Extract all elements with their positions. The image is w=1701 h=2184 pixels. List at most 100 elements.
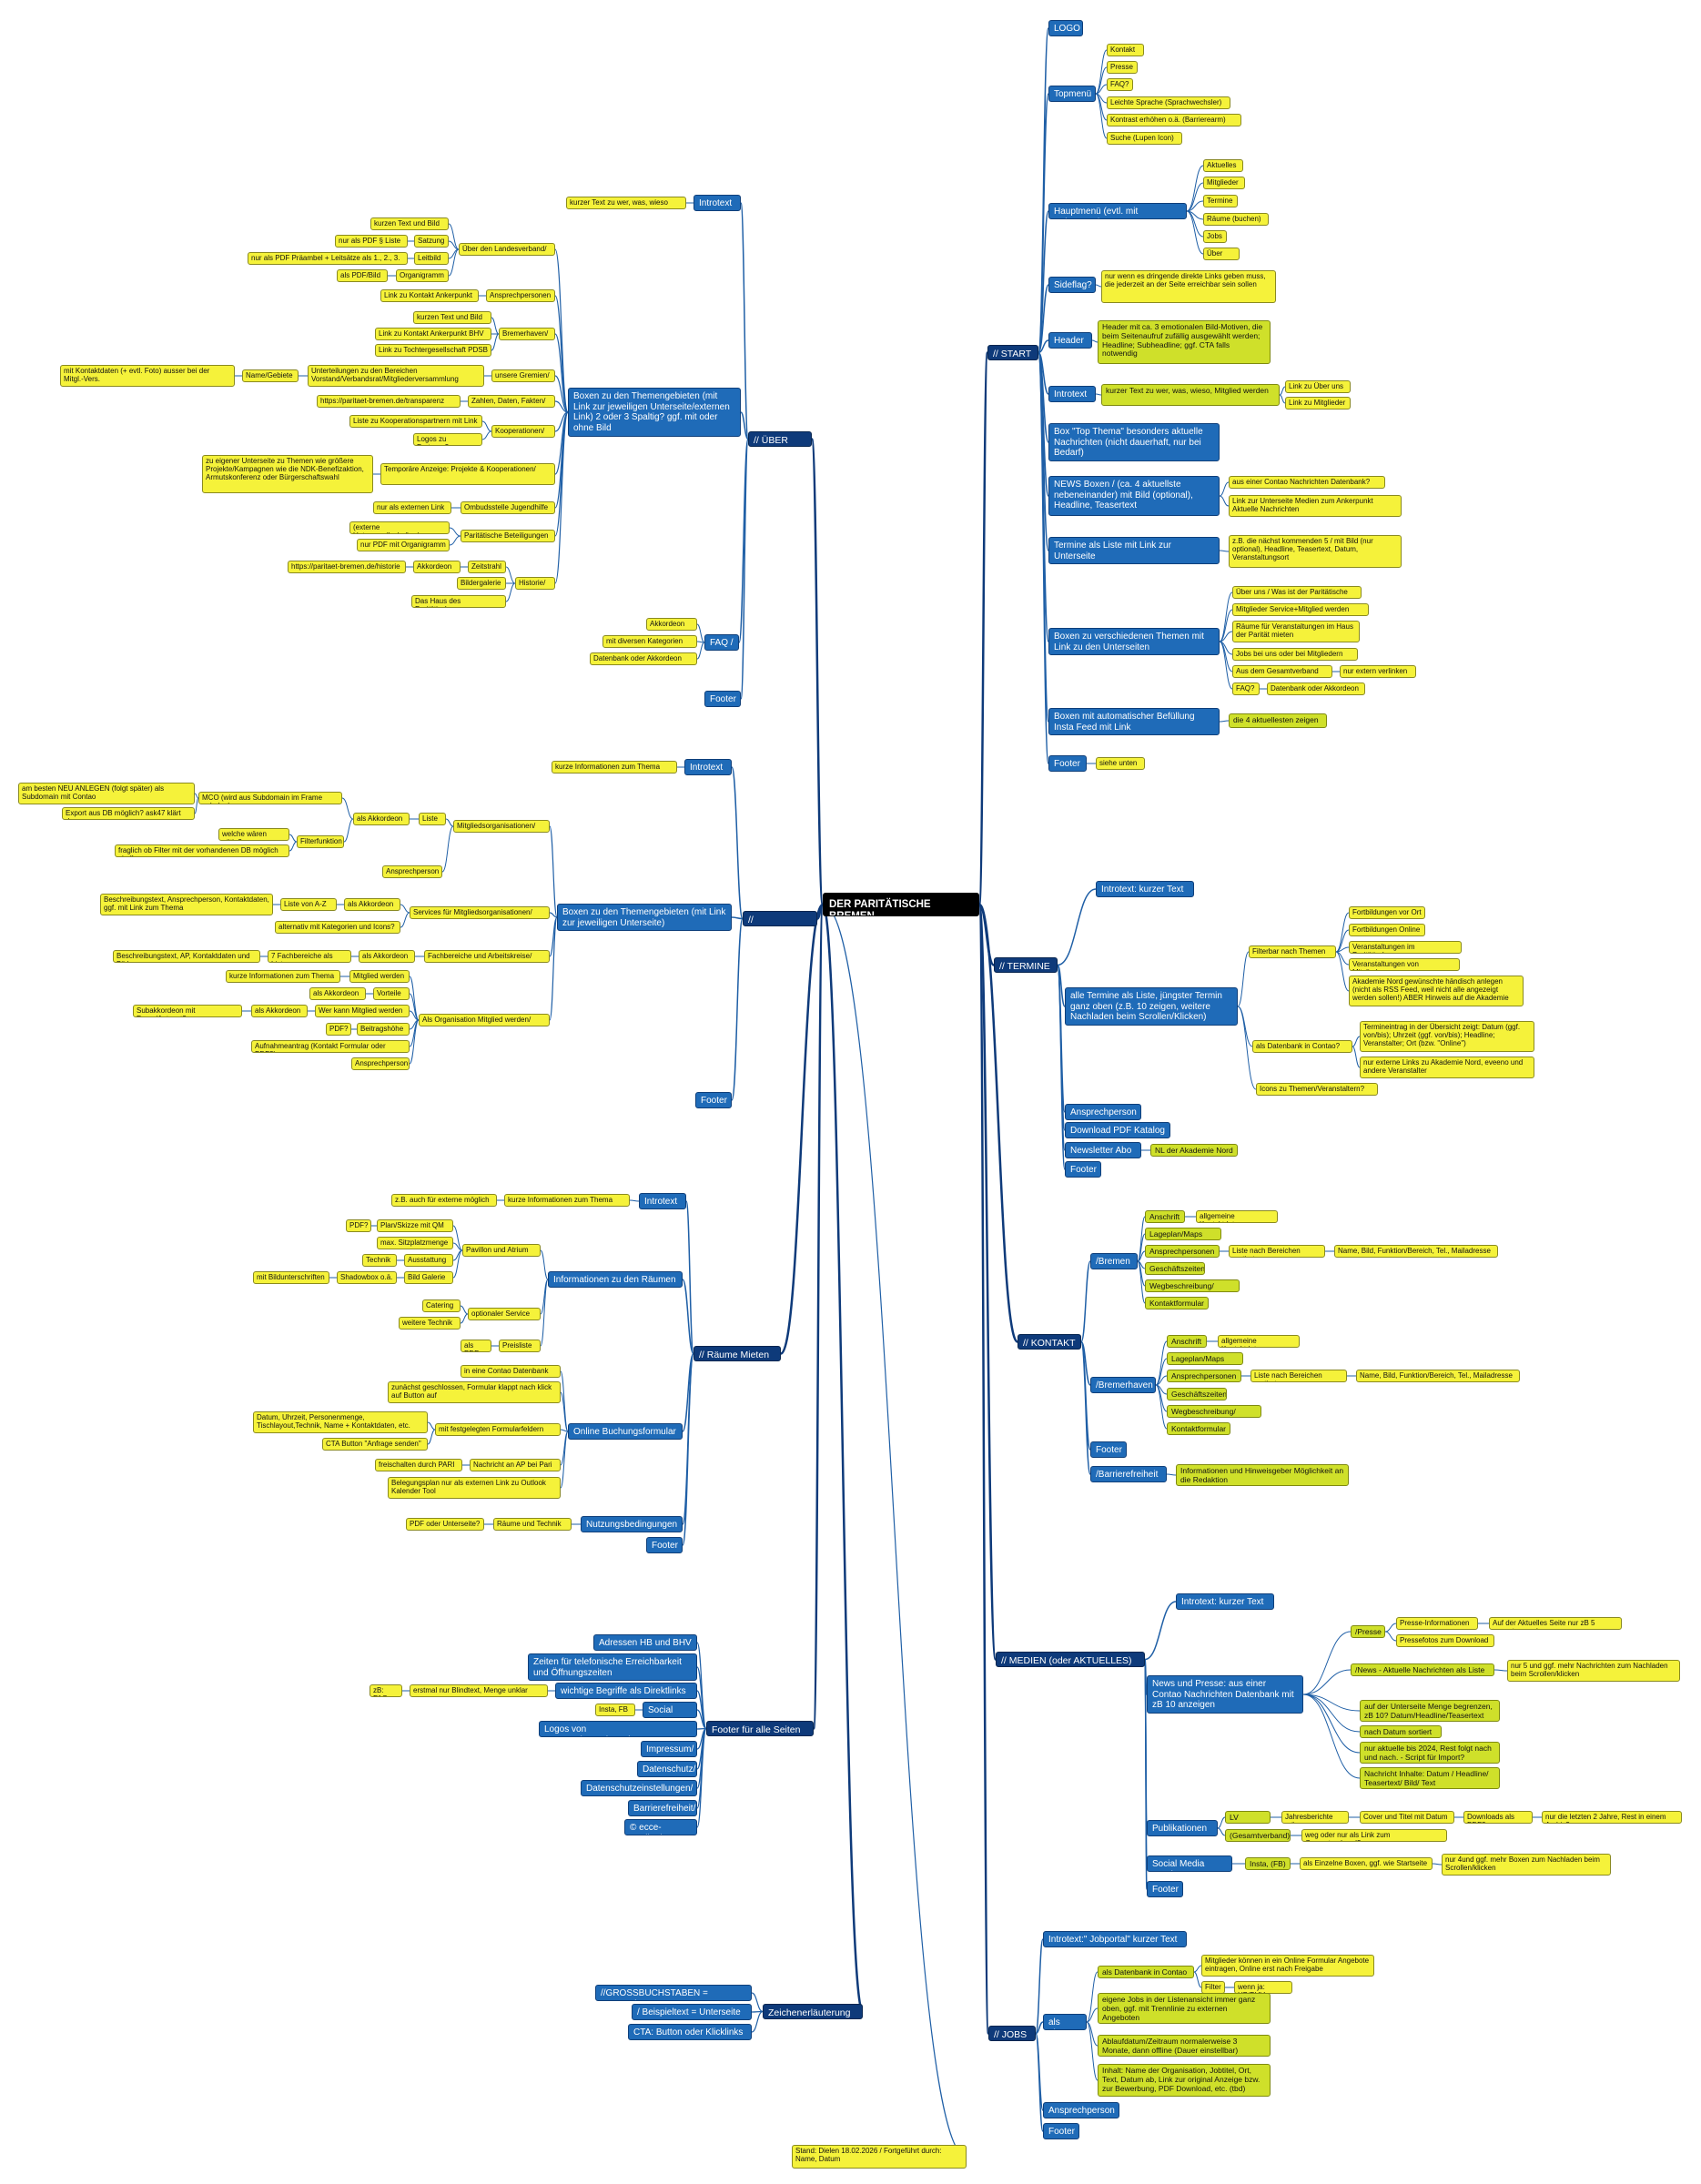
footer-item[interactable]: wichtige Begriffe als Direktlinks (555, 1683, 697, 1699)
footer-item[interactable]: Zeiten für telefonische Erreichbarkeit u… (528, 1653, 697, 1681)
termine-newsletter[interactable]: Newsletter Abo (1065, 1142, 1141, 1158)
footer-item[interactable]: Adressen HB und BHV (593, 1634, 697, 1651)
raeume-nutzung[interactable]: Nutzungsbedingungen (581, 1516, 683, 1532)
mitgl-boxen[interactable]: Boxen zu den Themengebieten (mit Link zu… (557, 904, 732, 931)
kontakt-barriere[interactable]: /Barrierefreiheit (1090, 1466, 1167, 1482)
medien-news-aktuelle[interactable]: /News - Aktuelle Nachrichten als Liste (1351, 1663, 1494, 1676)
start-introtext[interactable]: Introtext (1048, 386, 1096, 402)
thema-item[interactable]: Über uns / Was ist der Paritätische (1232, 586, 1362, 599)
raeume-preis[interactable]: Preisliste (499, 1340, 541, 1352)
footer-item[interactable]: Impressum/ (641, 1741, 697, 1757)
jobs-introtext[interactable]: Introtext:" Jobportal" kurzer Text (1043, 1931, 1187, 1947)
hist-link[interactable]: https://paritaet-bremen.de/historie (288, 561, 406, 573)
pub-lv[interactable]: LV Bremen (1225, 1811, 1271, 1824)
ueber-bremerhaven[interactable]: Bremerhaven/ (499, 328, 555, 340)
ueber-landesverband[interactable]: Über den Landesverband/ (459, 243, 555, 256)
top-item[interactable]: Leichte Sprache (Sprachwechsler) (1107, 96, 1230, 109)
social-insta[interactable]: Insta, (FB) (1245, 1857, 1291, 1870)
lv-organigramm[interactable]: Organigramm (396, 269, 449, 282)
start-logo[interactable]: LOGO (1048, 20, 1083, 36)
kontakt-bremen[interactable]: /Bremen (1090, 1253, 1138, 1269)
termine-ansprech[interactable]: Ansprechperson (1065, 1104, 1141, 1120)
footer-item[interactable]: Logos von Partnern/Spendengebern? (539, 1721, 697, 1737)
start-header[interactable]: Header (1048, 332, 1092, 349)
ueber-historie[interactable]: Historie/ (515, 577, 555, 590)
start-footer[interactable]: Footer (1048, 755, 1087, 772)
termine-download[interactable]: Download PDF Katalog (1065, 1122, 1170, 1138)
thema-item[interactable]: Aus dem Gesamtverband (1232, 665, 1332, 678)
bhv-item[interactable]: Lageplan/Maps Link (1167, 1352, 1243, 1365)
jobs-als-liste[interactable]: als Liste (1043, 2014, 1087, 2030)
section-ueber-uns[interactable]: // ÜBER UNS (748, 431, 812, 447)
ueber-beteil[interactable]: Paritätische Beteiligungen (461, 530, 555, 542)
hb-item[interactable]: Wegbeschreibung/ÖPNV (1145, 1279, 1240, 1292)
bhv-item[interactable]: Ansprechpersonen (1167, 1370, 1241, 1382)
mitgl-fach[interactable]: Fachbereiche und Arbeitskreise/ (424, 950, 550, 963)
section-termine[interactable]: // TERMINE (994, 957, 1058, 973)
termine-alle[interactable]: alle Termine als Liste, jüngster Termin … (1065, 987, 1238, 1026)
hb-item[interactable]: Ansprechpersonen (1145, 1245, 1220, 1258)
haupt-item[interactable]: Über uns (1203, 248, 1240, 260)
ueber-faq[interactable]: FAQ / (704, 634, 739, 651)
raeume-optional[interactable]: optionaler Service (468, 1308, 541, 1320)
hb-item[interactable]: Geschäftszeiten (1145, 1262, 1205, 1275)
bhv-item[interactable]: Geschäftszeiten (1167, 1388, 1227, 1400)
bhv-item[interactable]: Kontaktformular (1167, 1422, 1230, 1435)
section-medien[interactable]: // MEDIEN (oder AKTUELLES) (996, 1652, 1145, 1667)
bhv-item[interactable]: Wegbeschreibung/ÖPNV (1167, 1405, 1261, 1418)
haupt-item[interactable]: Aktuelles (1203, 159, 1243, 172)
section-zeichen[interactable]: Zeichenerläuterung (763, 2004, 863, 2019)
top-item[interactable]: Kontrast erhöhen o.ä. (Barrierearm) (1107, 114, 1241, 126)
jobs-footer[interactable]: Footer (1043, 2123, 1079, 2139)
start-sideflag[interactable]: Sideflag? (1048, 277, 1096, 293)
section-jobs[interactable]: // JOBS (988, 2026, 1036, 2041)
filter-item[interactable]: Veranstaltungen von Mitgliedern (1349, 958, 1460, 971)
raeume-introtext[interactable]: Introtext (639, 1193, 686, 1209)
thema-item[interactable]: Mitglieder Service+Mitglied werden (1232, 603, 1369, 616)
ueber-temp[interactable]: Temporäre Anzeige: Projekte & Kooperatio… (380, 463, 555, 485)
mitgl-footer[interactable]: Footer (695, 1092, 732, 1108)
section-footer-all[interactable]: Footer für alle Seiten (706, 1721, 814, 1736)
start-hauptmenu[interactable]: Hauptmenü (evtl. mit Submenü?) (1048, 203, 1187, 219)
footer-item[interactable]: © ecce-media.de (624, 1819, 697, 1835)
link-ueber[interactable]: Link zu Über uns (1285, 380, 1351, 393)
lv-satzung[interactable]: Satzung (414, 235, 449, 248)
ueber-koop[interactable]: Kooperationen/ (491, 425, 555, 438)
mitgl-orgs[interactable]: Mitgliedsorganisationen/ (453, 820, 550, 833)
medien-news[interactable]: News und Presse: aus einer Contao Nachri… (1147, 1675, 1303, 1714)
section-raeume[interactable]: // Räume Mieten (694, 1346, 781, 1361)
mitgl-als-org[interactable]: Als Organisation Mitglied werden/ (419, 1014, 550, 1026)
jobs-datenbank[interactable]: als Datenbank in Contao (1098, 1966, 1194, 1978)
hb-item[interactable]: Lageplan/Maps Link (1145, 1228, 1221, 1240)
ueber-ansprech[interactable]: Ansprechpersonen (486, 289, 555, 302)
pub-gesamt[interactable]: (Gesamtverband) (1225, 1829, 1291, 1842)
termine-footer[interactable]: Footer (1065, 1161, 1101, 1178)
ueber-ombud[interactable]: Ombudsstelle Jugendhilfe (461, 501, 555, 514)
filter-item[interactable]: Fortbildungen vor Ort (1349, 906, 1425, 919)
medien-publikationen[interactable]: Publikationen (1147, 1820, 1218, 1836)
medien-introtext[interactable]: Introtext: kurzer Text (1176, 1593, 1274, 1610)
start-topmenu[interactable]: Topmenü (1048, 86, 1096, 102)
hb-item[interactable]: Anschrift (1145, 1210, 1185, 1223)
footer-item[interactable]: Datenschutz/ (637, 1761, 697, 1777)
start-boxen-themen[interactable]: Boxen zu verschiedenen Themen mit Link z… (1048, 628, 1220, 655)
medien-footer[interactable]: Footer (1147, 1881, 1183, 1897)
lv-leitbild[interactable]: Leitbild (414, 252, 449, 265)
section-start[interactable]: // START (987, 345, 1038, 360)
bhv-item[interactable]: Anschrift (1167, 1335, 1207, 1348)
top-item[interactable]: Suche (Lupen Icon) (1107, 132, 1182, 145)
filter-item[interactable]: Veranstaltungen im Paritätischen (1349, 941, 1462, 954)
footer-item[interactable]: Barrierefreiheit/ (628, 1800, 697, 1816)
haupt-item[interactable]: Mitglieder (1203, 177, 1245, 189)
top-item[interactable]: Kontakt (1107, 44, 1144, 56)
thema-item[interactable]: Räume für Veranstaltungen im Haus der Pa… (1232, 621, 1360, 642)
footer-item[interactable]: Social Icons (643, 1702, 697, 1718)
kontakt-footer[interactable]: Footer (1090, 1441, 1127, 1458)
raeume-pavillon[interactable]: Pavillon und Atrium (462, 1244, 541, 1257)
section-mitglieder[interactable]: // MITGLIEDER (743, 911, 817, 926)
raeume-info[interactable]: Informationen zu den Räumen (548, 1271, 683, 1288)
top-item[interactable]: Presse (1107, 61, 1138, 74)
termine-filter[interactable]: Filterbar nach Themen (1249, 945, 1336, 958)
mitgl-introtext[interactable]: Introtext (684, 759, 732, 775)
termine-introtext[interactable]: Introtext: kurzer Text (1096, 881, 1194, 897)
